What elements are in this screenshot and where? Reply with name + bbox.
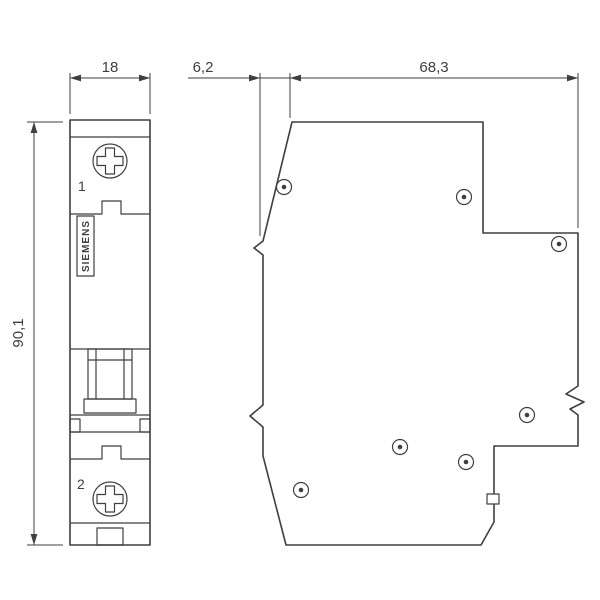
arrow-right-icon: [249, 74, 260, 82]
side-view-outline: [249, 121, 585, 546]
dimension-value-height: 90,1: [10, 318, 27, 347]
bottom-terminal-screw: [92, 481, 128, 517]
toggle-base: [83, 398, 137, 414]
rivet-dot-icon: [524, 412, 530, 418]
top-terminal-screw: [92, 143, 128, 179]
arrow-left-icon: [70, 74, 81, 82]
dimension-height: 90,1: [10, 121, 63, 546]
rivet-dot-icon: [556, 241, 562, 247]
rivet-dot-icon: [298, 487, 304, 493]
rivet-hole: [550, 235, 568, 253]
screw-cross-slot-icon: [96, 485, 124, 513]
rivet-hole: [391, 438, 409, 456]
arrow-up-icon: [30, 122, 38, 133]
dimension-value-offset: 6,2: [193, 59, 214, 76]
rivet-hole: [518, 406, 536, 424]
screw-head-icon: [92, 481, 128, 517]
dimension-front-width: 18: [69, 59, 151, 114]
front-view-outline: [69, 119, 151, 546]
terminal-label-top: 1: [78, 178, 86, 194]
arrow-right-icon: [139, 74, 150, 82]
lower-notch-detail: [69, 445, 151, 460]
rivet-dot-icon: [281, 184, 287, 190]
bottom-foot-detail: [96, 527, 124, 546]
dimension-front-offset: 6,2: [188, 59, 291, 236]
clip-detail: [486, 493, 500, 505]
upper-notch-detail: [69, 200, 151, 215]
arrow-right-icon: [567, 74, 578, 82]
terminal-label-bottom: 2: [77, 476, 85, 492]
front-view: 1 SIEMENS 2: [69, 119, 151, 546]
rivet-hole: [292, 481, 310, 499]
toggle-switch: [69, 348, 151, 433]
rivet-hole: [275, 178, 293, 196]
rivet-dot-icon: [461, 194, 467, 200]
dimension-depth: 68,3: [290, 59, 579, 228]
dimension-value-depth: 68,3: [419, 59, 448, 76]
brand-text: SIEMENS: [81, 220, 92, 272]
rivet-dot-icon: [397, 444, 403, 450]
dimension-value-width: 18: [102, 59, 119, 76]
side-view: [249, 121, 585, 546]
screw-cross-slot-icon: [96, 147, 124, 175]
siemens-logo: SIEMENS: [76, 215, 95, 277]
screw-head-icon: [92, 143, 128, 179]
brand-box: [76, 215, 95, 277]
rivet-hole: [455, 188, 473, 206]
rivet-dot-icon: [463, 459, 469, 465]
arrow-left-icon: [290, 74, 301, 82]
arrow-down-icon: [30, 534, 38, 545]
rivet-hole: [457, 453, 475, 471]
